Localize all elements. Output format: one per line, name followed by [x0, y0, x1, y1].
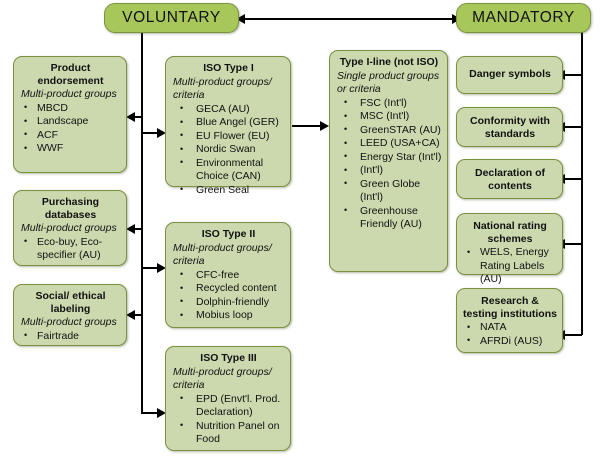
box-type-1-line[interactable]: Type I-line (not ISO) Single product gro… — [329, 50, 448, 272]
list-item: EPD (Envt'l. Prod. Declaration) — [172, 392, 285, 420]
list-item: WWF — [20, 142, 121, 156]
list-item: Recycled content — [172, 282, 285, 296]
list-item: Mobius loop — [172, 309, 285, 323]
branch-to-iso-type-3 — [141, 412, 158, 414]
box-national-rating-schemes-title: National rating schemes — [473, 220, 547, 245]
header-mandatory[interactable]: MANDATORY — [456, 3, 591, 33]
arrowhead-product-endorsement — [126, 112, 135, 122]
box-product-endorsement-title: Product endorsement — [37, 62, 104, 87]
list-item: Dolphin-friendly — [172, 295, 285, 310]
branch-to-iso-type-2 — [141, 267, 158, 269]
arrowhead-purchasing-databases — [126, 224, 135, 234]
header-voluntary[interactable]: VOLUNTARY — [104, 3, 239, 33]
branch-to-research-testing-institutions — [563, 334, 582, 336]
box-purchasing-databases[interactable]: Purchasing databases Multi-product group… — [13, 190, 127, 266]
box-iso-type-2-subtitle: Multi-product groups/ criteria — [173, 241, 272, 268]
branch-to-declaration-of-contents — [563, 178, 582, 180]
box-iso-type-2[interactable]: ISO Type II Multi-product groups/ criter… — [165, 222, 291, 328]
branch-to-conformity-with-standards — [563, 126, 582, 128]
branch-to-iso-type-1 — [141, 132, 158, 134]
arrowhead-iso-type-3 — [157, 408, 166, 418]
list-item: AFRDi (AUS) — [463, 334, 557, 349]
box-iso-type-3-title: ISO Type III — [200, 352, 257, 364]
box-purchasing-databases-items: Eco-buy, Eco-specifier (AU) — [20, 235, 121, 263]
list-item: Energy Star (Int'l) — [336, 150, 442, 165]
list-item: Eco-buy, Eco-specifier (AU) — [20, 235, 121, 263]
list-item: ACF — [20, 128, 121, 143]
header-mandatory-label: MANDATORY — [472, 9, 575, 26]
box-research-testing-institutions-items: NATAAFRDi (AUS) — [463, 321, 557, 348]
list-item: Fairtrade — [20, 329, 121, 344]
branch-to-national-rating-schemes — [563, 243, 582, 245]
list-item: GreenSTAR (AU) — [336, 123, 442, 138]
arrowhead-to-voluntary — [236, 14, 245, 24]
spine-voluntary-vertical — [141, 32, 143, 414]
box-danger-symbols-title: Danger symbols — [469, 68, 551, 80]
box-research-testing-institutions-title: Research & testing institutions — [463, 295, 557, 320]
list-item: Blue Angel (GER) — [172, 116, 285, 130]
box-social-ethical-labeling-subtitle: Multi-product groups — [21, 316, 117, 328]
box-iso-type-1-title: ISO Type I — [203, 62, 254, 74]
box-iso-type-1-items: GECA (AU)Blue Angel (GER)EU Flower (EU)N… — [172, 102, 285, 198]
box-purchasing-databases-subtitle: Multi-product groups — [21, 222, 117, 234]
box-iso-type-1[interactable]: ISO Type I Multi-product groups/ criteri… — [165, 56, 291, 196]
box-social-ethical-labeling-title: Social/ ethical labeling — [35, 290, 106, 315]
box-conformity-with-standards[interactable]: Conformity with standards — [456, 107, 563, 147]
branch-to-danger-symbols — [563, 74, 582, 76]
list-item: MSC (Int'l) — [336, 110, 442, 124]
box-type-1-line-title: Type I-line (not ISO) — [339, 56, 439, 68]
list-item: Green Seal — [172, 183, 285, 198]
list-item: FSC (Int'l) — [336, 96, 442, 111]
spine-mandatory-vertical — [581, 32, 583, 335]
box-iso-type-2-title: ISO Type II — [201, 228, 256, 240]
list-item: LEED (USA+CA) — [336, 137, 442, 151]
box-type-1-line-subtitle: Single product groups or criteria — [337, 69, 440, 96]
list-item: (Int'l) — [336, 164, 442, 178]
arrowhead-social-ethical-labeling — [126, 310, 135, 320]
box-iso-type-3-subtitle: Multi-product groups/ criteria — [173, 365, 272, 392]
box-product-endorsement-items: MBCDLandscapeACFWWF — [20, 101, 121, 156]
list-item: MBCD — [20, 101, 121, 116]
box-national-rating-schemes[interactable]: National rating schemes WELS, Energy Rat… — [456, 213, 563, 285]
list-item: Nutrition Panel on Food — [172, 419, 285, 447]
arrowhead-iso-type-2 — [157, 263, 166, 273]
box-declaration-of-contents[interactable]: Declaration of contents — [456, 159, 563, 199]
connector-iso1-to-type1line — [292, 125, 323, 127]
list-item: Greenhouse Friendly (AU) — [336, 204, 442, 232]
box-product-endorsement[interactable]: Product endorsement Multi-product groups… — [13, 56, 127, 173]
box-research-testing-institutions[interactable]: Research & testing institutions NATAAFRD… — [456, 288, 563, 353]
list-item: CFC-free — [172, 268, 285, 283]
branch-to-product-endorsement — [134, 116, 142, 118]
header-voluntary-label: VOLUNTARY — [122, 9, 221, 26]
box-social-ethical-labeling-items: Fairtrade — [20, 329, 121, 344]
list-item: EU Flower (EU) — [172, 129, 285, 144]
box-iso-type-2-items: CFC-freeRecycled contentDolphin-friendly… — [172, 268, 285, 323]
box-product-endorsement-subtitle: Multi-product groups — [21, 88, 117, 100]
list-item: Environmental Choice (CAN) — [172, 156, 285, 184]
list-item: Landscape — [20, 115, 121, 129]
list-item: GECA (AU) — [172, 102, 285, 117]
box-iso-type-3-items: EPD (Envt'l. Prod. Declaration)Nutrition… — [172, 392, 285, 447]
arrowhead-type1line — [320, 121, 329, 131]
box-conformity-with-standards-title: Conformity with standards — [470, 115, 550, 140]
branch-to-purchasing-databases — [134, 228, 142, 230]
box-declaration-of-contents-title: Declaration of contents — [474, 167, 545, 192]
list-item: WELS, Energy Rating Labels (AU) — [463, 246, 557, 287]
list-item: Green Globe (Int'l) — [336, 177, 442, 205]
connector-voluntary-mandatory — [243, 18, 458, 20]
box-type-1-line-items: FSC (Int'l)MSC (Int'l)GreenSTAR (AU)LEED… — [336, 96, 442, 232]
list-item: Nordic Swan — [172, 143, 285, 157]
box-iso-type-1-subtitle: Multi-product groups/ criteria — [173, 75, 272, 102]
box-social-ethical-labeling[interactable]: Social/ ethical labeling Multi-product g… — [13, 284, 127, 346]
list-item: NATA — [463, 321, 557, 335]
box-danger-symbols[interactable]: Danger symbols — [456, 56, 563, 94]
box-national-rating-schemes-items: WELS, Energy Rating Labels (AU) — [463, 246, 557, 287]
box-purchasing-databases-title: Purchasing databases — [41, 196, 100, 221]
branch-to-social-ethical-labeling — [134, 314, 142, 316]
box-iso-type-3[interactable]: ISO Type III Multi-product groups/ crite… — [165, 346, 291, 451]
arrowhead-iso-type-1 — [157, 128, 166, 138]
